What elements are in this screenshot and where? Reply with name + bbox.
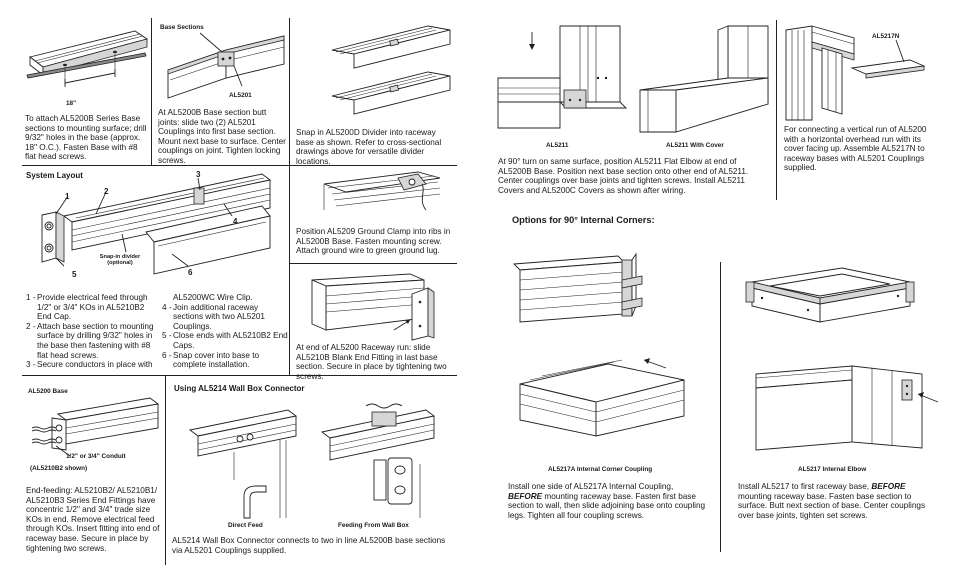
wall-box-caption: Feeding From Wall Box [338, 522, 409, 529]
coupling-figure [167, 32, 285, 99]
attach-base-text: To attach AL5200B Series Base sections t… [25, 114, 147, 162]
layout-step-2: 2 -Attach base section to mounting surfa… [26, 321, 154, 360]
rule-col-1 [151, 18, 152, 165]
ground-clamp-text: Position AL5209 Ground Clamp into ribs i… [296, 227, 451, 256]
internal-corners-title: Options for 90° Internal Corners: [512, 215, 655, 225]
al5211-caption: AL5211 [546, 142, 569, 149]
flat-elbow-figure [497, 25, 628, 129]
layout-steps-col2: AL5200WC Wire Clip. 4 -Join additional r… [162, 293, 288, 370]
internal-elbow-caption: AL5217 Internal Elbow [798, 466, 867, 473]
layout-step-3-cont: AL5200WC Wire Clip. [173, 293, 253, 302]
rule-right-corners [720, 262, 721, 552]
couplings-text: At AL5200B Base section butt joints: sli… [158, 108, 286, 165]
wall-box-text: AL5214 Wall Box Connector connects to tw… [172, 536, 446, 555]
callout-4: 4 [233, 217, 238, 226]
callout-3: 3 [196, 170, 201, 179]
wall-box-feed-figure [320, 403, 436, 518]
conduit-label: 1/2" or 3/4" Conduit [66, 453, 126, 460]
callout-6: 6 [188, 268, 193, 277]
divider-text: Snap in AL5200D Divider into raceway bas… [296, 128, 442, 166]
system-layout-figure [41, 173, 272, 275]
base-sections-label: Base Sections [160, 24, 204, 31]
internal-elbow-figure [745, 267, 939, 451]
flat-elbow-cover-figure [639, 25, 769, 133]
dim-18-label: 18" [66, 100, 77, 107]
layout-step-3: 3 -Secure conductors in place with [26, 360, 153, 370]
rule-mid-left [22, 375, 457, 376]
ground-clamp-figure [323, 171, 441, 211]
end-feeding-figure [31, 397, 160, 457]
rule-ground [289, 263, 457, 264]
al5217n-caption: AL5217N [872, 33, 900, 40]
al5201-label: AL5201 [229, 92, 252, 99]
divider-figure [331, 25, 451, 115]
al5211-cover-caption: AL5211 With Cover [666, 142, 724, 149]
layout-step-6: 6 -Snap cover into base to complete inst… [162, 350, 260, 370]
corner-coupling-figure [512, 252, 685, 437]
layout-step-1: 1 -Provide electrical feed through 1/2" … [26, 293, 148, 322]
rule-col-2 [289, 18, 290, 375]
rule-right-top [776, 20, 777, 200]
vertical-run-text: For connecting a vertical run of AL5200 … [784, 125, 927, 173]
layout-steps-col1: 1 -Provide electrical feed through 1/2" … [26, 293, 160, 370]
vertical-run-figure [785, 25, 926, 121]
al5200-base-label: AL5200 Base [28, 388, 68, 395]
direct-feed-caption: Direct Feed [228, 522, 263, 529]
snap-in-divider-note: Snap-in divider (optional) [99, 254, 141, 267]
corner-coupling-text: Install one side of AL5217A Internal Cou… [508, 482, 706, 520]
corner-coupling-caption: AL5217A Internal Corner Coupling [548, 466, 653, 473]
callout-1: 1 [65, 192, 70, 201]
direct-feed-figure [188, 409, 298, 519]
base-attach-figure [26, 30, 149, 87]
rule-wallbox [165, 375, 166, 565]
internal-elbow-text: Install AL5217 to first raceway base, BE… [738, 482, 926, 520]
system-layout-title: System Layout [26, 171, 83, 180]
layout-step-5: 5 -Close ends with AL5210B2 End Caps. [162, 331, 288, 350]
shown-label: (AL5210B2 shown) [30, 465, 88, 472]
callout-5: 5 [72, 270, 77, 279]
wall-box-title: Using AL5214 Wall Box Connector [174, 384, 305, 393]
layout-step-4: 4 -Join additional raceway sections with… [162, 302, 265, 331]
blank-end-figure [311, 273, 435, 341]
rule-top-row [22, 165, 457, 166]
flat-elbow-text: At 90° turn on same surface, position AL… [498, 157, 749, 195]
callout-2: 2 [104, 187, 109, 196]
blank-end-text: At end of AL5200 Raceway run: slide AL52… [296, 343, 447, 381]
end-feeding-text: End-feeding: AL5210B2/ AL5210B1/ AL5210B… [26, 486, 160, 553]
